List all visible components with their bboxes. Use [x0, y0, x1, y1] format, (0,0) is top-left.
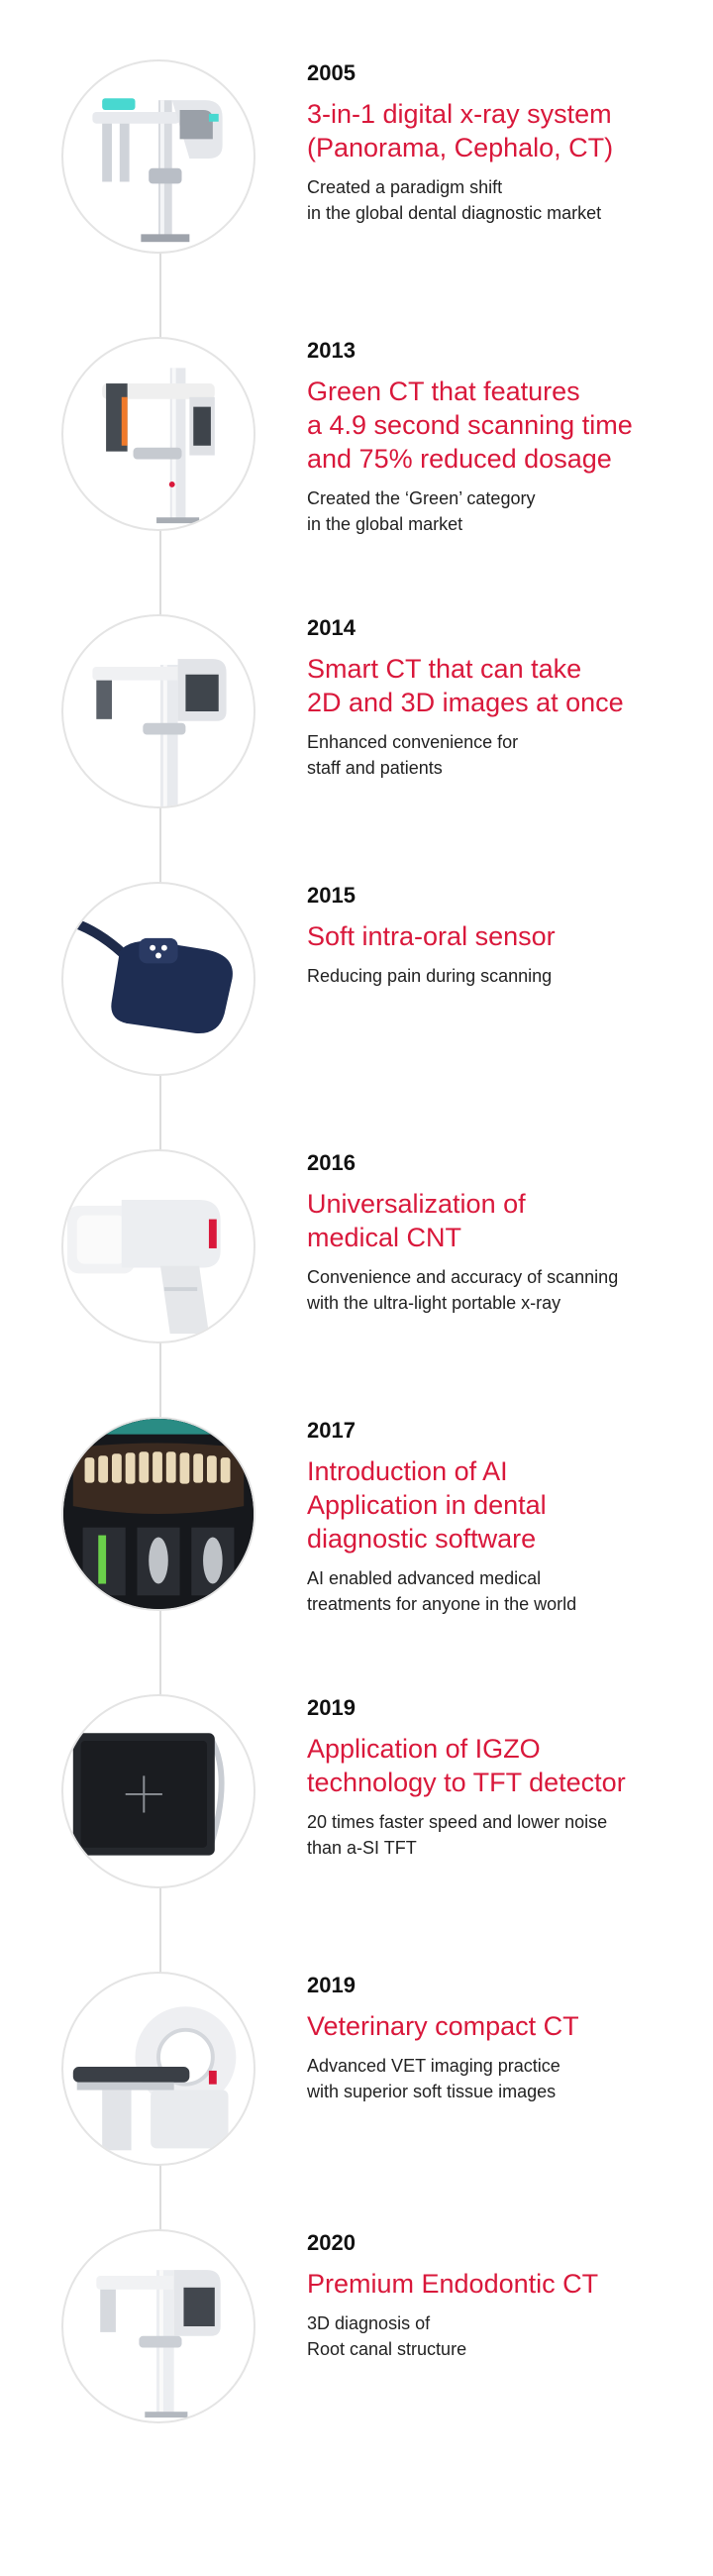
- entry-year: 2005: [307, 60, 356, 85]
- entry-title: Universalization of medical CNT: [307, 1189, 526, 1252]
- entry-title: Application of IGZO technology to TFT de…: [307, 1734, 626, 1797]
- entry-title: Introduction of AI Application in dental…: [307, 1456, 547, 1554]
- entry-title: Green CT that features a 4.9 second scan…: [307, 376, 633, 474]
- entry-title: Veterinary compact CT: [307, 2011, 579, 2041]
- entry-description: Convenience and accuracy of scanning wit…: [307, 1267, 619, 1313]
- entry-year: 2016: [307, 1150, 356, 1175]
- veterinary-ct-icon: [61, 1972, 255, 2166]
- ai-software-icon: [61, 1417, 255, 1611]
- green-ct-icon: [61, 337, 255, 531]
- entry-year: 2020: [307, 2230, 356, 2255]
- smart-ct-icon: [61, 614, 255, 808]
- entry-title: 3-in-1 digital x-ray system (Panorama, C…: [307, 99, 614, 162]
- tft-detector-icon: [61, 1694, 255, 1888]
- entry-description: Advanced VET imaging practice with super…: [307, 2056, 560, 2101]
- entry-description: Enhanced convenience for staff and patie…: [307, 732, 519, 778]
- entry-year: 2015: [307, 883, 356, 908]
- endodontic-ct-icon: [61, 2229, 255, 2423]
- intraoral-sensor-icon: [61, 882, 255, 1076]
- entry-year: 2014: [307, 615, 356, 640]
- entry-year: 2019: [307, 1973, 356, 1997]
- entry-year: 2017: [307, 1418, 356, 1443]
- dental-xray-system-icon: [61, 59, 255, 254]
- entry-description: 20 times faster speed and lower noise th…: [307, 1812, 608, 1858]
- entry-title: Soft intra-oral sensor: [307, 921, 556, 951]
- portable-xray-icon: [61, 1149, 255, 1343]
- entry-description: Reducing pain during scanning: [307, 966, 553, 986]
- entry-description: AI enabled advanced medical treatments f…: [307, 1568, 577, 1614]
- entry-year: 2019: [307, 1695, 356, 1720]
- entry-description: Created a paradigm shift in the global d…: [307, 177, 602, 223]
- entry-title: Premium Endodontic CT: [307, 2269, 599, 2299]
- entry-title: Smart CT that can take 2D and 3D images …: [307, 654, 624, 717]
- entry-year: 2013: [307, 338, 356, 363]
- entry-description: Created the ‘Green’ category in the glob…: [307, 488, 536, 534]
- entry-description: 3D diagnosis of Root canal structure: [307, 2313, 467, 2359]
